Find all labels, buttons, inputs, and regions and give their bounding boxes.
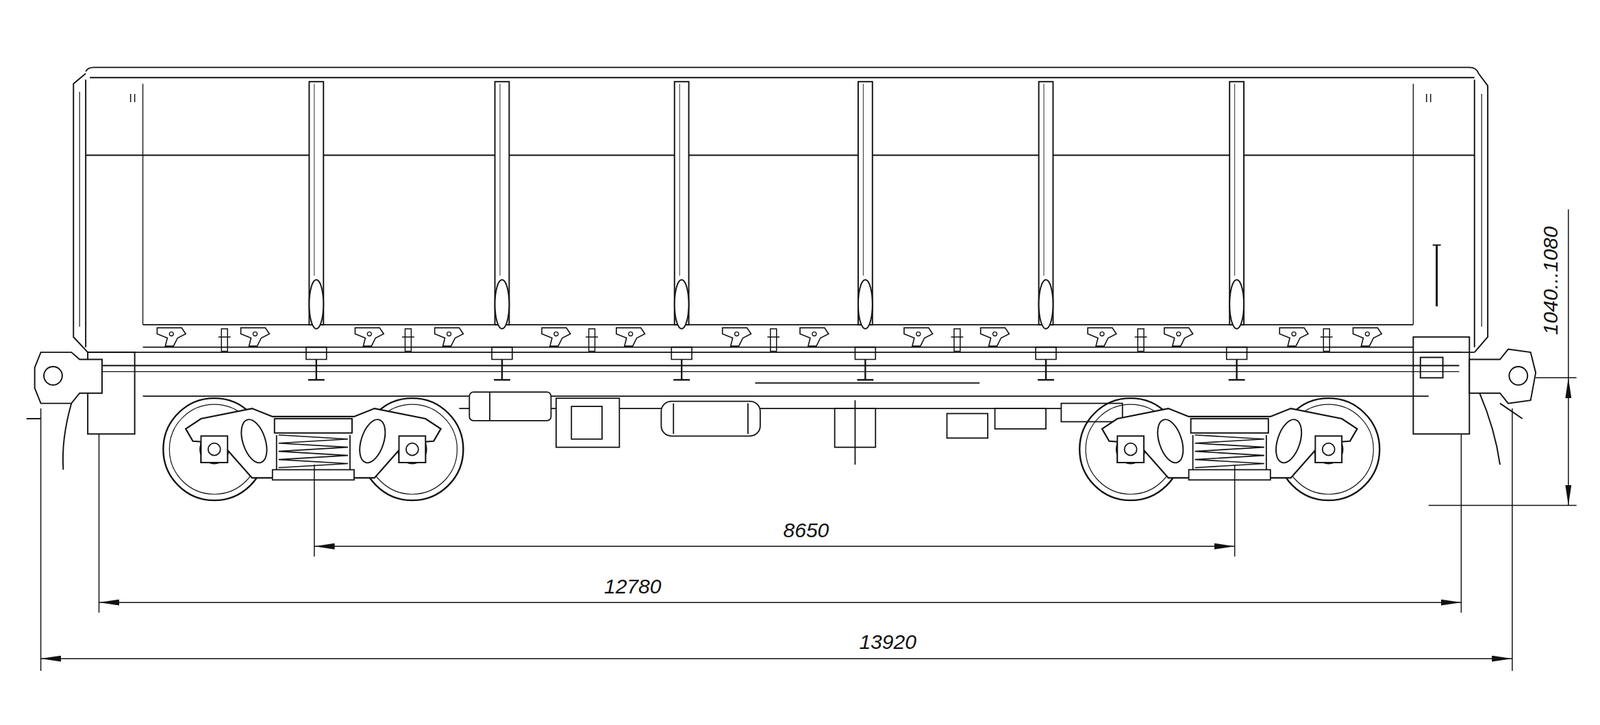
dimension-label: 13920 (856, 630, 918, 653)
dimension-label: 1040...1080 (1538, 223, 1561, 337)
dimension-label: 12780 (602, 574, 664, 598)
dimension-label: 8650 (781, 518, 832, 542)
